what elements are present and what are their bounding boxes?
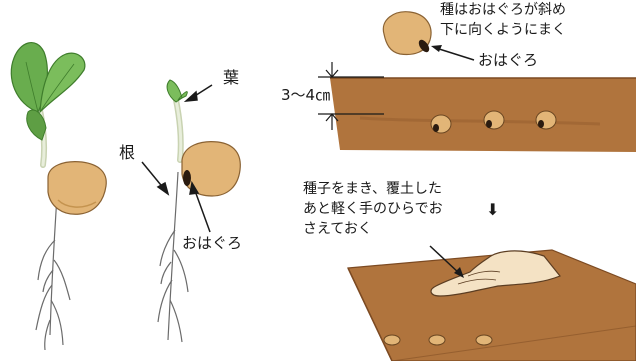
small-leaf <box>166 79 188 103</box>
leaf-lower <box>26 109 47 141</box>
germinating-seed <box>157 79 241 343</box>
seed-orientation-note-line-1: 種はおはぐろが斜め <box>440 2 566 18</box>
seed-orientation-note-line-2: 下に向くようにまく <box>440 22 566 38</box>
soil-cross-section <box>330 77 636 152</box>
seedling-roots <box>35 194 71 351</box>
down-arrow-icon: ⬇ <box>486 200 500 219</box>
leaf-top-right <box>39 52 86 114</box>
seedling-with-leaves <box>10 42 107 351</box>
depth-label: 3～4㎝ <box>281 86 331 104</box>
leaf-label: 葉 <box>223 68 240 87</box>
sowing-note: 種子をまき、覆土した あと軽く手のひらでお さえておく <box>303 179 443 239</box>
root-label: 根 <box>119 143 136 162</box>
sowing-note-line-1: 種子をまき、覆土した <box>303 181 443 197</box>
sowing-note-line-3: さえておく <box>303 221 372 237</box>
seed-orientation <box>382 11 475 61</box>
seed-orientation-note: 種はおはぐろが斜め 下に向くようにまく <box>440 0 566 40</box>
germinating-roots <box>157 171 189 343</box>
hilum-label-left: おはぐろ <box>182 234 243 252</box>
hilum-mark <box>183 170 191 186</box>
depth-dimension <box>318 62 384 130</box>
bed-seed <box>383 334 401 346</box>
pressing-soil <box>347 245 636 361</box>
hand <box>430 250 561 297</box>
sowing-note-line-2: あと軽く手のひらでお <box>303 201 443 217</box>
hilum-label-right: おはぐろ <box>478 51 539 69</box>
bed-seed <box>475 334 493 346</box>
middle-arrows <box>141 84 213 233</box>
bed-seed <box>428 334 446 346</box>
seedling-seed <box>47 161 107 215</box>
